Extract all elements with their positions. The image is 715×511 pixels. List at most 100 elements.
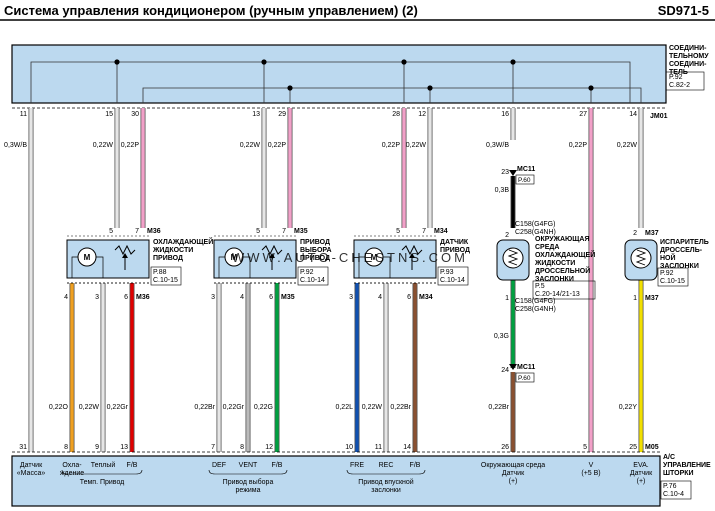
potentiometer-icon [401, 244, 423, 270]
signal-label: VENT [239, 462, 258, 469]
component-id: M37 [645, 230, 659, 237]
wire-label-29: 0,22P [268, 142, 287, 149]
top-pin-16: 16 [501, 111, 509, 118]
actuator-ref-box [437, 266, 469, 286]
pin-bottom: 4 [64, 294, 68, 301]
module-ref-code: C.10-4 [663, 491, 684, 498]
motor-letter: M [84, 253, 91, 262]
potentiometer-icon [114, 244, 136, 270]
connector-ref-box [665, 71, 705, 91]
connector-ids: C158(G4FG)C258(G4NH) [515, 221, 556, 236]
connector-junctions [114, 59, 594, 91]
actuator-ref-page: P.92 [300, 269, 314, 276]
pin-top: 2 [633, 230, 637, 237]
connector-box [11, 44, 667, 104]
wire-label-16: 0,3W/B [486, 142, 509, 149]
module-ref-page: P.76 [663, 483, 677, 490]
watermark: WWW.AUTO-CHESTNS.COM [232, 250, 468, 265]
connector-bus [30, 61, 642, 103]
actuator-ref-page: P.93 [440, 269, 454, 276]
pin-bottom: 6 [407, 294, 411, 301]
component-id: M35 [294, 228, 308, 235]
actuator-ref-code: C.10-14 [440, 277, 465, 284]
pin-top: 5 [396, 228, 400, 235]
potentiometer-icon [261, 244, 283, 270]
module-pin: 31 [19, 444, 27, 451]
top-pin-12: 12 [418, 111, 426, 118]
module-pin: 8 [64, 444, 68, 451]
pin-bottom: 4 [240, 294, 244, 301]
actuator-ref-page: P.88 [153, 269, 167, 276]
module-pin: 10 [345, 444, 353, 451]
signal-label: FRE [350, 462, 364, 469]
motor-icon: M [77, 247, 97, 267]
top-pin-13: 13 [252, 111, 260, 118]
wire-label-15: 0,22W [93, 142, 114, 149]
connector-ref-page: P.92 [669, 74, 683, 81]
wire-label-14: 0,22W [617, 142, 638, 149]
group-bracket [208, 469, 288, 475]
top-pin-27: 27 [579, 111, 587, 118]
wires-layer: 110,3W/B150,22W300,22P130,22W290,22P280,… [4, 108, 659, 452]
pin-bottom: 1 [633, 295, 637, 302]
group-bracket [61, 469, 143, 475]
connector-ref-code: C.82-2 [669, 82, 690, 89]
signal-label: F/B [410, 462, 421, 469]
module-pin: 13 [120, 444, 128, 451]
wire-label-bottom: 0,22W [79, 404, 100, 411]
actuator-ref-code: C.10-15 [153, 277, 178, 284]
signal-label: DEF [212, 462, 226, 469]
motor-letter: M [231, 253, 238, 262]
pin-bottom: 3 [349, 294, 353, 301]
group-label: Темп. Привод [80, 479, 125, 486]
component-id: M35 [281, 294, 295, 301]
wire-label-bottom: 0,22Br [194, 404, 215, 411]
component-id: M37 [645, 295, 659, 302]
mc-pin: 23 [501, 169, 509, 176]
top-pin-28: 28 [392, 111, 400, 118]
module-pin: 25 [629, 444, 637, 451]
signal-label: F/B [272, 462, 283, 469]
signal-eva: EVA.Датчик(+) [630, 462, 653, 485]
sensor-ref-code: C.20-14/21-13 [535, 291, 580, 298]
signal-mass: Датчик«Масса» [17, 462, 46, 477]
module-id: M05 [645, 444, 659, 451]
module-ref-box [660, 480, 692, 500]
module-pin: 7 [211, 444, 215, 451]
wire-label-bottom: 0,22Br [390, 404, 411, 411]
mc-pin: 24 [501, 367, 509, 374]
wire-label: 0,3G [494, 333, 509, 340]
signal-label: REC [379, 462, 394, 469]
signal-label: F/B [127, 462, 138, 469]
top-pin-11: 11 [20, 111, 27, 118]
connector-ids: C158(G4FG)C258(G4NH) [515, 298, 556, 313]
pin-bottom: 3 [95, 294, 99, 301]
mc-id: MC11 [517, 166, 535, 173]
wire-label: 0,22Y [619, 404, 638, 411]
component-id: M36 [136, 294, 150, 301]
motor-letter: M [371, 253, 378, 262]
top-pin-30: 30 [131, 111, 139, 118]
page-title: Система управления кондиционером (ручным… [4, 3, 418, 18]
pin-top: 2 [505, 232, 509, 239]
ac-control-module [11, 455, 661, 507]
top-pin-14: 14 [629, 111, 637, 118]
wire-label-28: 0,22P [382, 142, 401, 149]
thermistor-icon [630, 247, 652, 269]
mc-id: MC11 [517, 364, 535, 371]
actuator-ref-box [150, 266, 182, 286]
